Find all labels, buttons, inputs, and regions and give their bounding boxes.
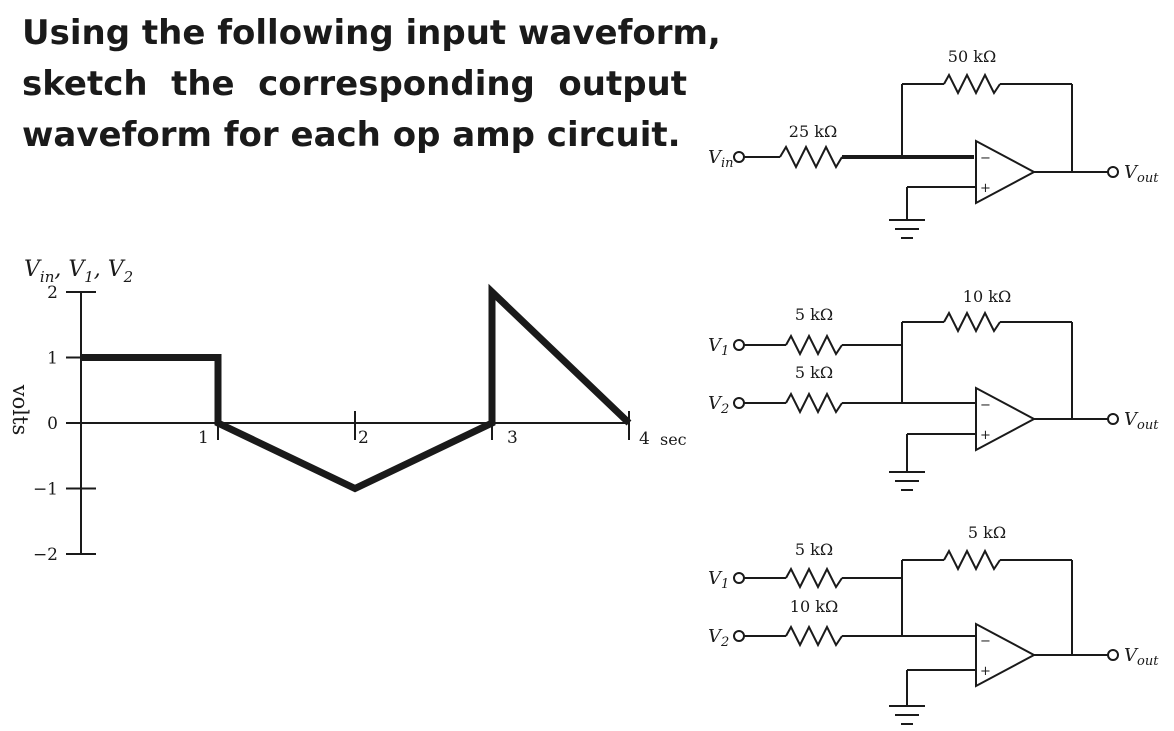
y-tick-label: −2 bbox=[33, 545, 58, 565]
y-tick-label: −1 bbox=[33, 480, 58, 500]
circuit-2-labels: 5 kΩ 5 kΩ 10 kΩ V1 V2 Vout − + bbox=[708, 287, 1159, 443]
circuit-2-input-1-terminal bbox=[733, 339, 745, 351]
y-axis-title: volts bbox=[8, 384, 32, 435]
circuit-2-plus-sign: + bbox=[980, 428, 991, 443]
circuit-1-output-terminal bbox=[1107, 166, 1119, 178]
circuit-1-inverting-amplifier bbox=[733, 72, 1119, 239]
circuit-3-input-2-label: V2 bbox=[708, 626, 729, 650]
question-line-1: Using the following input waveform, bbox=[22, 13, 721, 53]
circuit-3-plus-sign: + bbox=[980, 664, 991, 679]
circuit-2-input-1-label: V1 bbox=[708, 335, 729, 359]
x-tick-label: 4 bbox=[639, 429, 650, 449]
circuit-1-minus-sign: − bbox=[980, 151, 991, 166]
input-waveform-chart bbox=[66, 283, 632, 555]
circuit-3-resistor-1 bbox=[785, 566, 843, 590]
circuit-2-summing-amplifier bbox=[733, 310, 1119, 491]
circuit-3-minus-sign: − bbox=[980, 634, 991, 649]
series-label: Vin, V1, V2 bbox=[24, 257, 133, 286]
x-tick-label: 3 bbox=[507, 428, 518, 448]
circuit-3-labels: 5 kΩ 10 kΩ 5 kΩ V1 V2 Vout − + bbox=[708, 523, 1159, 679]
circuit-1-plus-sign: + bbox=[980, 181, 991, 196]
circuit-2-minus-sign: − bbox=[980, 398, 991, 413]
y-tick-label: 0 bbox=[47, 414, 58, 434]
circuit-2-resistor-1-label: 5 kΩ bbox=[795, 305, 833, 324]
circuit-3-input-1-terminal bbox=[733, 572, 745, 584]
circuit-1-output-label: Vout bbox=[1124, 162, 1159, 186]
circuit-2-input-2-terminal bbox=[733, 397, 745, 409]
circuit-1-input-resistor-label: 25 kΩ bbox=[789, 122, 837, 141]
circuit-3-output-terminal bbox=[1107, 649, 1119, 661]
circuit-1-feedback-resistor-label: 50 kΩ bbox=[948, 47, 996, 66]
circuit-1-feedback-resistor bbox=[943, 72, 1001, 96]
circuit-2-output-terminal bbox=[1107, 413, 1119, 425]
circuit-2-opamp bbox=[975, 386, 1037, 452]
circuit-3-feedback-resistor-label: 5 kΩ bbox=[968, 523, 1006, 542]
circuit-2-output-label: Vout bbox=[1124, 409, 1159, 433]
circuit-3-feedback-resistor bbox=[943, 548, 1001, 572]
y-tick-label: 2 bbox=[47, 283, 58, 303]
circuit-3-resistor-2-label: 10 kΩ bbox=[790, 597, 838, 616]
circuit-2-feedback-resistor bbox=[943, 310, 1001, 334]
circuit-1-input-resistor bbox=[779, 144, 843, 170]
x-tick-label: 1 bbox=[198, 428, 209, 448]
circuit-1-input-label: Vin bbox=[708, 147, 734, 171]
x-axis-unit: sec bbox=[660, 430, 687, 449]
x-tick-label: 2 bbox=[358, 428, 369, 448]
circuit-3-resistor-2 bbox=[785, 624, 843, 648]
circuit-2-resistor-2-label: 5 kΩ bbox=[795, 363, 833, 382]
x-axis-ticks bbox=[217, 411, 630, 440]
question-line-3: waveform for each op amp circuit. bbox=[22, 115, 681, 155]
circuit-1-input-terminal bbox=[733, 151, 745, 163]
circuit-2-ground-icon bbox=[889, 471, 925, 491]
circuit-3-input-2-terminal bbox=[733, 630, 745, 642]
circuit-2-resistor-2 bbox=[785, 391, 843, 415]
circuit-1-labels: 25 kΩ 50 kΩ Vin Vout − + bbox=[708, 47, 1159, 196]
circuit-2-feedback-resistor-label: 10 kΩ bbox=[963, 287, 1011, 306]
y-tick-label: 1 bbox=[47, 349, 58, 369]
circuit-3-opamp bbox=[975, 622, 1037, 688]
circuit-1-ground-icon bbox=[889, 219, 925, 239]
circuit-3-ground-icon bbox=[889, 705, 925, 725]
circuit-1-opamp bbox=[975, 139, 1037, 205]
circuit-3-output-label: Vout bbox=[1124, 645, 1159, 669]
circuit-3-resistor-1-label: 5 kΩ bbox=[795, 540, 833, 559]
circuit-3-input-1-label: V1 bbox=[708, 568, 729, 592]
circuit-3-summing-amplifier bbox=[733, 548, 1119, 725]
circuit-2-resistor-1 bbox=[785, 333, 843, 357]
question-line-2: sketch the corresponding output bbox=[22, 64, 687, 104]
circuit-2-input-2-label: V2 bbox=[708, 393, 729, 417]
chart-labels: volts Vin, V1, V2 sec 2 1 0 −1 −2 1 2 3 4 bbox=[8, 257, 687, 565]
input-waveform-line bbox=[81, 283, 632, 493]
question-text: Using the following input waveform, sket… bbox=[22, 8, 721, 161]
